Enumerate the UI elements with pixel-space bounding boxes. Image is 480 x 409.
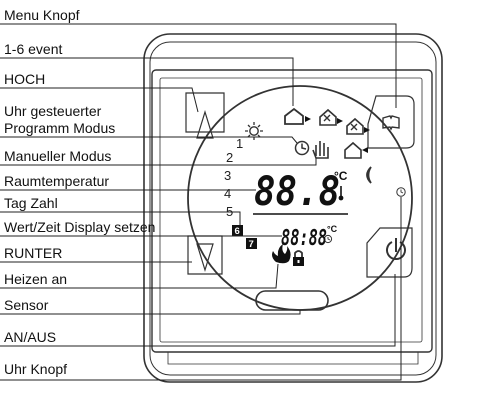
callout-event	[0, 57, 294, 106]
bottom-edge	[167, 352, 419, 365]
home-arrive-icon	[344, 141, 368, 159]
callout-uhr-programm	[0, 136, 298, 144]
day-box-7: 7	[246, 238, 257, 250]
lock-icon	[293, 250, 304, 266]
label-event: 1-6 event	[4, 41, 62, 57]
inner-frame	[149, 41, 437, 376]
up-button[interactable]	[185, 92, 225, 139]
callout-tag-zahl	[0, 211, 241, 225]
clock-mode-icon	[294, 140, 310, 156]
svg-text:6: 6	[235, 226, 240, 237]
up-arrow-icon	[196, 109, 214, 139]
down-button[interactable]	[187, 235, 223, 275]
sun-icon	[245, 122, 263, 140]
label-hoch: HOCH	[4, 71, 45, 87]
thermometer-icon	[338, 186, 344, 201]
temperature-readout: 88.8	[254, 169, 340, 215]
label-uhr-knopf: Uhr Knopf	[4, 361, 67, 377]
face-plate-inner	[159, 77, 423, 343]
callout-hoch	[0, 87, 199, 113]
labels: Menu Knopf 1-6 event HOCH Uhr gesteuerte…	[4, 7, 155, 377]
label-heizen: Heizen an	[4, 271, 67, 287]
lcd-display: 1 2 3 4 5 88.8 °C 88:88 °C 6 7	[187, 85, 413, 311]
label-wert-zeit: Wert/Zeit Display setzen	[4, 219, 155, 235]
event-number-3: 3	[224, 168, 231, 183]
power-icon	[386, 241, 406, 261]
callout-manueller	[0, 158, 317, 166]
event-number-4: 4	[224, 186, 231, 201]
label-uhr-line1: Uhr gesteuerter	[4, 103, 102, 119]
away-event-icon	[319, 108, 343, 126]
label-raumtemperatur: Raumtemperatur	[4, 173, 109, 189]
book-icon	[382, 115, 400, 131]
outer-frame	[143, 33, 443, 383]
callout-lines	[0, 23, 402, 381]
callout-menu-knopf	[0, 23, 397, 108]
day-box-6: 6	[232, 225, 243, 237]
menu-button[interactable]	[367, 95, 415, 149]
event-number-2: 2	[226, 150, 233, 165]
callout-an-aus	[0, 274, 396, 347]
device-body	[143, 33, 443, 383]
sensor-slot	[255, 290, 329, 311]
label-menu-knopf: Menu Knopf	[4, 7, 80, 23]
label-runter: RUNTER	[4, 245, 62, 261]
small-clock-icon	[323, 234, 333, 244]
moon-icon	[366, 166, 372, 184]
time-unit: °C	[327, 224, 338, 234]
label-sensor: Sensor	[4, 297, 49, 313]
away-return-icon	[346, 117, 370, 135]
event-number-1: 1	[236, 136, 243, 151]
svg-text:7: 7	[249, 239, 254, 250]
callout-uhr-knopf	[0, 197, 402, 381]
flame-icon	[272, 244, 291, 264]
label-manueller: Manueller Modus	[4, 148, 111, 164]
clock-button[interactable]	[396, 187, 406, 197]
down-arrow-icon	[196, 243, 214, 273]
temperature-unit: °C	[334, 169, 348, 183]
power-button[interactable]	[366, 227, 413, 278]
clock-button-icon	[396, 187, 406, 197]
label-an-aus: AN/AUS	[4, 329, 56, 345]
label-tag-zahl: Tag Zahl	[4, 195, 58, 211]
label-uhr-line2: Programm Modus	[4, 120, 115, 136]
callout-heizen	[0, 263, 279, 289]
home-event-icon	[284, 107, 311, 125]
hand-manual-icon	[312, 141, 329, 159]
callout-sensor	[0, 310, 301, 315]
time-readout: 88:88	[281, 226, 327, 251]
face-plate	[151, 69, 433, 353]
